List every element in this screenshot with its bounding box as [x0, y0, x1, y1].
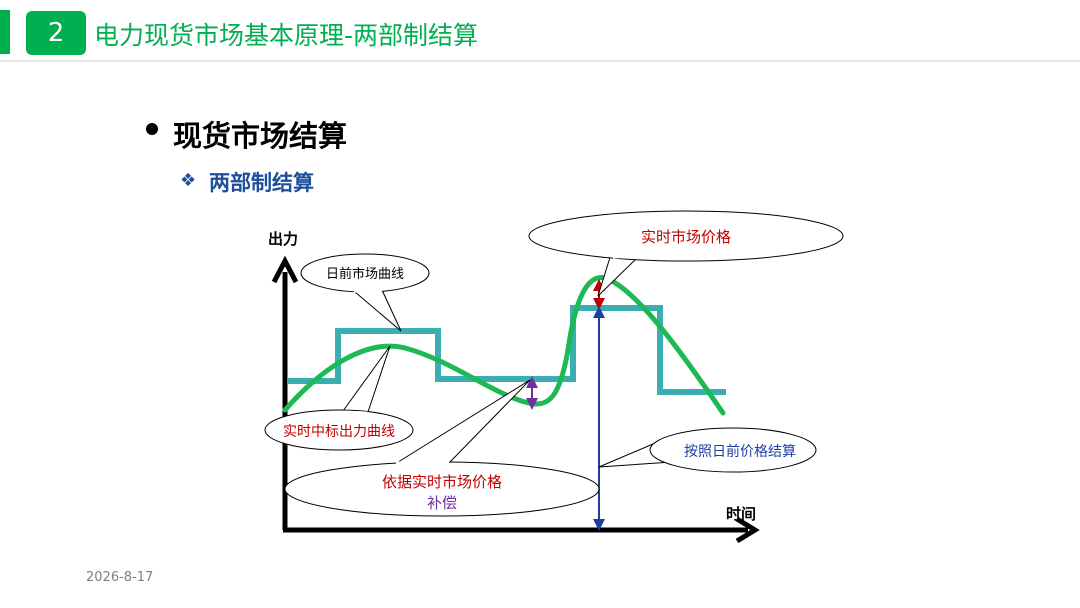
sub-heading: 两部制结算 [209, 171, 314, 195]
callout-compensation-text-line2: 补偿 [427, 494, 457, 512]
realtime-bid-curve [282, 275, 726, 416]
footer-date: 2026-8-17 [86, 570, 154, 585]
slide-title: 电力现货市场基本原理-两部制结算 [94, 21, 479, 50]
x-axis-arrowhead-icon [735, 516, 760, 544]
callout-settle-day-ahead-text: 按照日前价格结算 [684, 443, 796, 460]
callout-settle-day-ahead: 按照日前价格结算 [598, 427, 817, 473]
section-heading: 现货市场结算 [173, 119, 348, 153]
x-axis-label: 时间 [726, 505, 756, 523]
callout-realtime-bid-curve: 实时中标出力曲线 [264, 345, 414, 451]
callout-day-ahead-curve-text: 日前市场曲线 [326, 266, 404, 282]
diamond-bullet-icon: ❖ [180, 170, 197, 191]
day-ahead-step-curve [287, 305, 726, 395]
callout-day-ahead-curve: 日前市场曲线 [300, 253, 430, 332]
callout-realtime-price: 实时市场价格 [528, 210, 844, 297]
slide-number: 2 [47, 18, 65, 48]
y-axis-label: 出力 [268, 230, 298, 248]
callout-compensation-text-line1: 依据实时市场价格 [382, 473, 502, 491]
y-axis-arrowhead-icon [271, 255, 299, 284]
callout-realtime-bid-curve-text: 实时中标出力曲线 [283, 424, 395, 440]
callout-compensation: 依据实时市场价格 补偿 [284, 379, 600, 517]
title-divider [0, 60, 1080, 62]
header-accent-bar [0, 10, 10, 54]
callout-realtime-price-text: 实时市场价格 [641, 228, 731, 246]
slide-number-badge: 2 [26, 11, 86, 55]
round-bullet-icon [146, 123, 158, 135]
